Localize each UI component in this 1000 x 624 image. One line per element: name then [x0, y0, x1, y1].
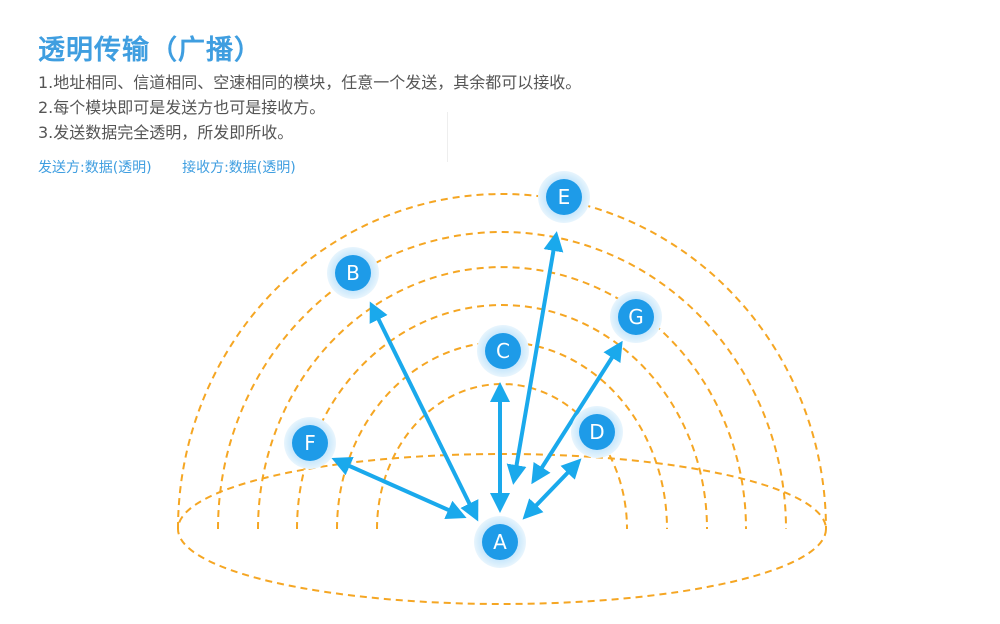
description-item-3: 3.发送数据完全透明，所发即所收。 [38, 123, 294, 142]
node-c: C [477, 325, 529, 377]
divider [447, 112, 448, 162]
description-item-1: 1.地址相同、信道相同、空速相同的模块，任意一个发送，其余都可以接收。 [38, 73, 582, 92]
range-arc-5 [257, 266, 747, 530]
legend-receiver: 接收方:数据(透明) [182, 160, 296, 176]
page-title: 透明传输（广播） [38, 35, 262, 66]
arrow-a-g [531, 340, 623, 485]
node-a-label: A [493, 530, 507, 554]
node-e-label: E [558, 185, 571, 209]
node-a: A [474, 516, 526, 568]
description-item-2: 2.每个模块即可是发送方也可是接收方。 [38, 98, 326, 117]
dome-outline [177, 193, 827, 530]
node-f: F [284, 417, 336, 469]
node-d-label: D [589, 420, 604, 444]
node-g-label: G [628, 305, 644, 329]
arrow-a-b [369, 301, 479, 522]
node-d: D [571, 406, 623, 458]
node-b-label: B [346, 261, 360, 285]
arrow-a-d [522, 458, 582, 520]
node-b: B [327, 247, 379, 299]
node-e: E [538, 171, 590, 223]
transmission-arrows [331, 231, 623, 522]
legend-sender: 发送方:数据(透明) [38, 160, 152, 176]
node-c-label: C [496, 339, 510, 363]
range-arc-6 [217, 231, 787, 530]
node-g: G [610, 291, 662, 343]
arrow-a-f [331, 456, 467, 520]
description-list: 1.地址相同、信道相同、空速相同的模块，任意一个发送，其余都可以接收。 2.每个… [38, 70, 581, 145]
legend: 发送方:数据(透明) 接收方:数据(透明) [38, 157, 322, 177]
node-f-label: F [304, 431, 316, 455]
